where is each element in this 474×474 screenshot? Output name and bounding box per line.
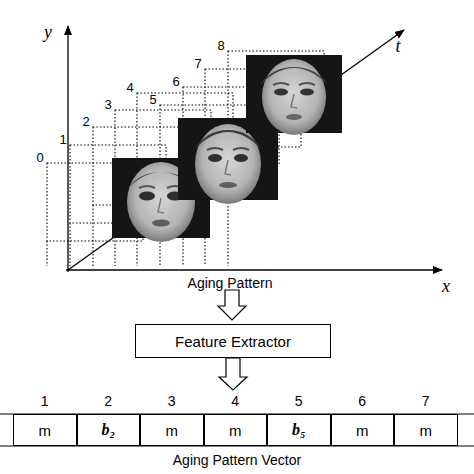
- index-number: 6: [358, 393, 366, 409]
- flow-arrow: [218, 290, 246, 320]
- vector-cell: m: [204, 414, 268, 446]
- axis-label: x: [442, 276, 450, 297]
- index-number: 1: [41, 393, 49, 409]
- cell-value: m: [420, 422, 433, 439]
- cell-value: b₂: [101, 421, 115, 439]
- vector-cell: m: [331, 414, 395, 446]
- vector-cell: m: [140, 414, 204, 446]
- projection-line: [46, 241, 47, 266]
- index-number: 7: [422, 393, 430, 409]
- illustration-caption: Aging Pattern: [188, 275, 273, 291]
- cell-value: m: [166, 422, 179, 439]
- y-axis: [67, 26, 68, 272]
- frame-outlines: [47, 51, 324, 266]
- frame-number: 6: [172, 74, 179, 89]
- t-axis: [68, 30, 404, 270]
- frame-number: 5: [149, 92, 156, 107]
- frame-number: 8: [217, 38, 224, 53]
- frame-number: 7: [194, 56, 201, 71]
- projection-line: [92, 205, 93, 266]
- vector-caption: Aging Pattern Vector: [0, 452, 474, 468]
- index-number: 5: [295, 393, 303, 409]
- x-axis: [66, 269, 442, 270]
- axis-label: y: [44, 22, 52, 43]
- vector-cell: m: [13, 414, 77, 446]
- cell-value: m: [356, 422, 369, 439]
- flow-arrow: [219, 358, 247, 390]
- frame-number: 3: [104, 97, 111, 112]
- face-image: [246, 55, 342, 135]
- cell-value: b₅: [292, 421, 306, 439]
- projection-line: [69, 223, 70, 266]
- frame-number: 0: [36, 150, 43, 165]
- index-number: 3: [168, 393, 176, 409]
- index-number: 2: [104, 393, 112, 409]
- cell-value: m: [229, 422, 242, 439]
- frame-number: 4: [126, 80, 133, 95]
- frame-number: 2: [82, 114, 89, 129]
- vector-cell: b₂: [77, 414, 141, 446]
- box-label: Feature Extractor: [175, 333, 291, 350]
- process-box: Feature Extractor: [135, 324, 331, 358]
- index-number: 4: [231, 393, 239, 409]
- frame-number: 1: [59, 132, 66, 147]
- vector-cell: m: [394, 414, 458, 446]
- axis-label: t: [395, 36, 400, 57]
- cell-value: m: [39, 422, 52, 439]
- vector-cell: b₅: [267, 414, 331, 446]
